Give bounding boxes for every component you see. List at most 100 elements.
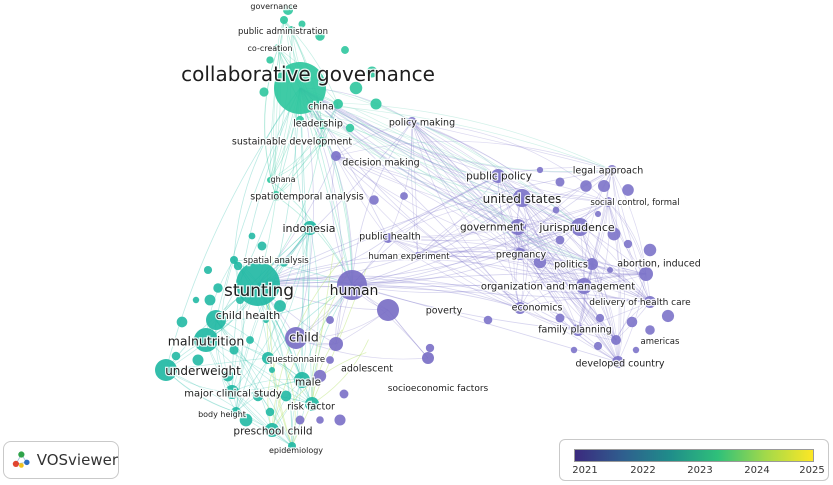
network-node[interactable]: [282, 4, 294, 16]
network-node[interactable]: [483, 315, 493, 325]
network-node[interactable]: [298, 20, 306, 28]
network-node[interactable]: [233, 261, 243, 271]
label-adolescent[interactable]: adolescent: [340, 362, 395, 376]
label-public-administration[interactable]: public administration: [237, 26, 330, 39]
network-node[interactable]: [632, 346, 640, 354]
label-developed-country[interactable]: developed country: [574, 357, 666, 371]
network-node[interactable]: [280, 390, 292, 402]
label-legal-approach[interactable]: legal approach: [572, 164, 645, 178]
node-public-administration[interactable]: [288, 26, 296, 34]
node-sustainable-development[interactable]: [317, 137, 327, 147]
network-node[interactable]: [315, 31, 325, 41]
label-decision-making[interactable]: decision making: [341, 156, 421, 170]
label-malnutrition[interactable]: malnutrition: [166, 332, 245, 350]
network-node[interactable]: [366, 66, 378, 78]
network-node[interactable]: [349, 81, 363, 95]
node-socioeconomic-factors[interactable]: [422, 352, 434, 364]
label-sustainable-development[interactable]: sustainable development: [231, 135, 354, 149]
network-node[interactable]: [192, 296, 200, 304]
network-node[interactable]: [370, 98, 382, 110]
network-node[interactable]: [171, 351, 181, 361]
label-social-control-formal[interactable]: social control, formal: [589, 197, 681, 210]
vosviewer-logo[interactable]: VOSviewer: [3, 441, 119, 479]
node-adolescent[interactable]: [329, 337, 343, 351]
network-node[interactable]: [570, 346, 578, 354]
network-node[interactable]: [192, 354, 204, 366]
network-node[interactable]: [265, 407, 275, 417]
node-americas[interactable]: [611, 335, 621, 345]
network-node[interactable]: [268, 366, 276, 374]
node-pregnancy[interactable]: [514, 248, 526, 260]
network-node[interactable]: [176, 316, 188, 328]
network-node[interactable]: [593, 341, 603, 351]
node-public-policy[interactable]: [491, 169, 505, 183]
node-united-states[interactable]: [513, 189, 531, 207]
network-node[interactable]: [533, 255, 547, 269]
label-leadership[interactable]: leadership: [292, 117, 344, 131]
network-node[interactable]: [313, 369, 327, 383]
node-government[interactable]: [510, 219, 526, 235]
network-node[interactable]: [622, 184, 634, 196]
label-public-health[interactable]: public health: [358, 230, 422, 244]
label-male[interactable]: male: [294, 375, 323, 390]
network-node[interactable]: [580, 180, 592, 192]
node-politics[interactable]: [586, 258, 598, 270]
node-spatial-analysis[interactable]: [230, 256, 238, 264]
network-node[interactable]: [345, 123, 355, 133]
network-node[interactable]: [295, 415, 305, 425]
node-decision-making[interactable]: [331, 151, 341, 161]
network-node[interactable]: [316, 416, 324, 424]
label-family-planning[interactable]: family planning: [537, 323, 613, 337]
network-node[interactable]: [279, 257, 289, 267]
label-spatiotemporal-analysis[interactable]: spatiotemporal analysis: [249, 190, 365, 204]
label-co-creation[interactable]: co-creation: [246, 43, 294, 55]
label-delivery-of-health-care[interactable]: delivery of health care: [588, 297, 692, 310]
label-ghana[interactable]: ghana: [269, 174, 297, 186]
network-node[interactable]: [341, 46, 349, 54]
node-co-creation[interactable]: [274, 44, 282, 52]
network-node[interactable]: [213, 283, 223, 293]
node-human-experiment[interactable]: [414, 252, 422, 260]
network-node[interactable]: [555, 235, 565, 245]
network-node[interactable]: [552, 206, 560, 214]
node-delivery-of-health-care[interactable]: [644, 296, 656, 308]
network-node[interactable]: [295, 115, 305, 125]
label-risk-factor[interactable]: risk factor: [286, 400, 336, 414]
network-node[interactable]: [555, 177, 565, 187]
network-node[interactable]: [661, 309, 675, 323]
network-node[interactable]: [594, 210, 602, 218]
label-child-health[interactable]: child health: [215, 308, 282, 324]
label-poverty[interactable]: poverty: [424, 304, 463, 318]
network-node[interactable]: [326, 316, 334, 324]
network-node[interactable]: [425, 343, 435, 353]
node-preschool-child[interactable]: [265, 423, 279, 437]
label-pregnancy[interactable]: pregnancy: [495, 248, 548, 262]
network-node[interactable]: [203, 265, 213, 275]
node-malnutrition[interactable]: [194, 328, 218, 352]
network-node[interactable]: [257, 241, 267, 251]
network-node[interactable]: [643, 243, 657, 257]
node-abortion-induced[interactable]: [639, 267, 653, 281]
network-node[interactable]: [536, 166, 544, 174]
label-americas[interactable]: americas: [639, 336, 681, 349]
label-stunting[interactable]: stunting: [223, 280, 296, 303]
network-node[interactable]: [326, 356, 334, 364]
node-governance[interactable]: [280, 16, 288, 24]
label-governance[interactable]: governance: [249, 1, 299, 13]
node-china[interactable]: [333, 99, 343, 109]
network-node[interactable]: [252, 390, 264, 402]
node-male[interactable]: [294, 372, 310, 388]
label-socioeconomic-factors[interactable]: socioeconomic factors: [387, 383, 490, 396]
label-collaborative-governance[interactable]: collaborative governance: [180, 61, 436, 88]
label-government[interactable]: government: [459, 220, 526, 235]
label-underweight[interactable]: underweight: [164, 363, 242, 380]
node-public-health[interactable]: [383, 233, 393, 243]
node-social-control-formal[interactable]: [603, 197, 613, 207]
node-questionnaire[interactable]: [262, 352, 274, 364]
network-node[interactable]: [229, 345, 239, 355]
network-node[interactable]: [259, 87, 269, 97]
label-organization-and-management[interactable]: organization and management: [480, 280, 637, 294]
node-legal-approach[interactable]: [607, 165, 617, 175]
label-preschool-child[interactable]: preschool child: [232, 424, 314, 439]
network-node[interactable]: [597, 179, 611, 193]
